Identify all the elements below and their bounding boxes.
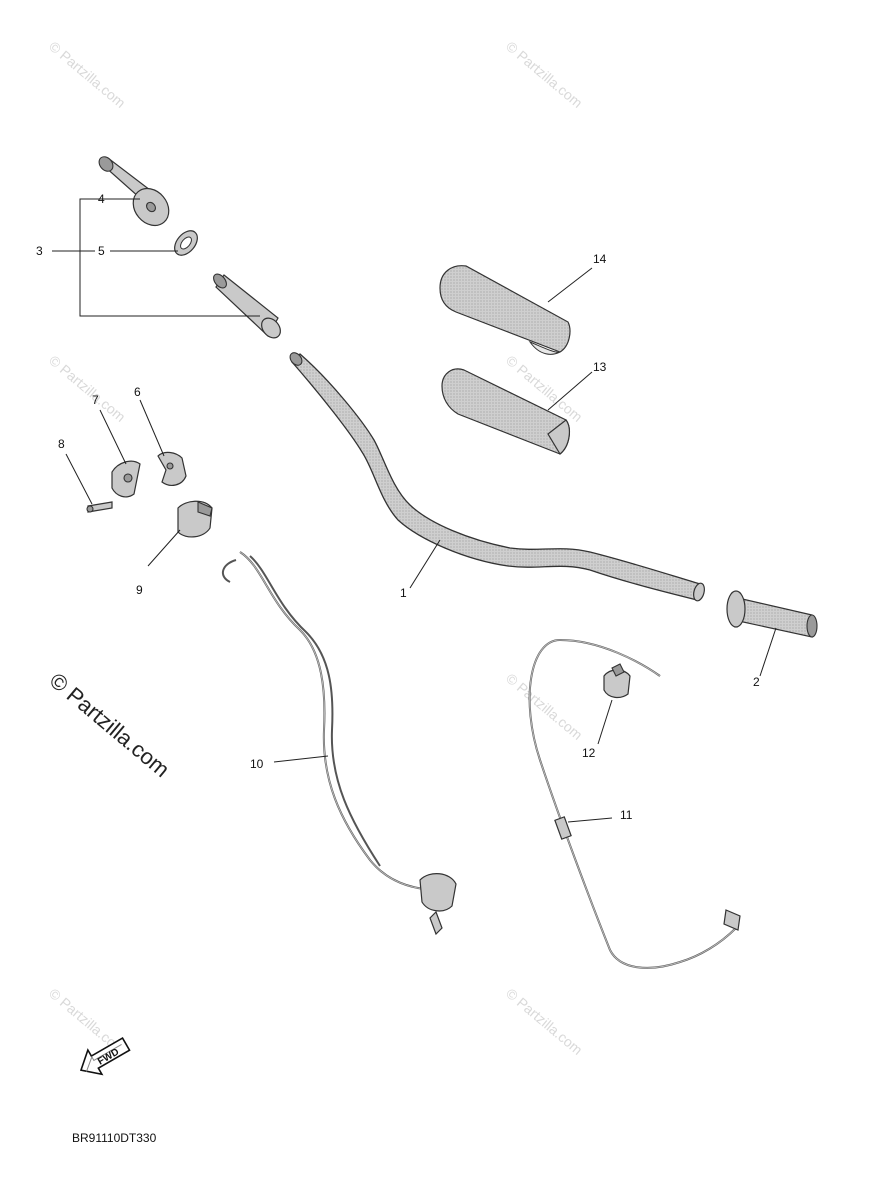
part-4-grip [98, 156, 170, 227]
callout-5: 5 [98, 244, 105, 258]
diagram-code: BR91110DT330 [72, 1131, 157, 1145]
callouts: 1 2 3 4 5 6 7 8 9 10 11 12 13 14 [36, 192, 760, 822]
part-3-throttle-tube [213, 273, 281, 339]
callout-9: 9 [136, 583, 143, 597]
watermark: © Partzilla.com [503, 38, 586, 111]
callout-3: 3 [36, 244, 43, 258]
part-1-handlebar [289, 352, 705, 602]
part-7-bracket [111, 460, 141, 498]
watermark: © Partzilla.com [503, 985, 586, 1058]
part-2-grip [726, 590, 818, 638]
leader-lines [52, 198, 777, 823]
part-11-cable [528, 638, 741, 969]
watermark: © Partzilla.com [46, 352, 129, 425]
part-9-switch [177, 500, 213, 538]
part-5-washer [174, 230, 198, 256]
callout-6: 6 [134, 385, 141, 399]
callout-11: 11 [620, 808, 633, 822]
watermark: © Partzilla.com [503, 670, 586, 743]
callout-8: 8 [58, 437, 65, 451]
part-13-bar-pad [441, 368, 570, 455]
callout-7: 7 [92, 393, 99, 407]
part-10-cable [221, 551, 457, 936]
callout-4: 4 [98, 192, 105, 206]
callout-1: 1 [400, 586, 407, 600]
part-6-holder [157, 451, 187, 486]
callout-2: 2 [753, 675, 760, 689]
callout-12: 12 [582, 746, 596, 760]
part-12-adjuster [603, 663, 631, 699]
part-8-screw [86, 501, 113, 513]
fwd-label: FWD [96, 1047, 121, 1068]
watermark: © Partzilla.com [46, 38, 129, 111]
part-14-bar-pad [439, 265, 571, 355]
callout-13: 13 [593, 360, 607, 374]
watermark-large: © Partzilla.com [45, 668, 175, 782]
callout-10: 10 [250, 757, 264, 771]
callout-14: 14 [593, 252, 607, 266]
